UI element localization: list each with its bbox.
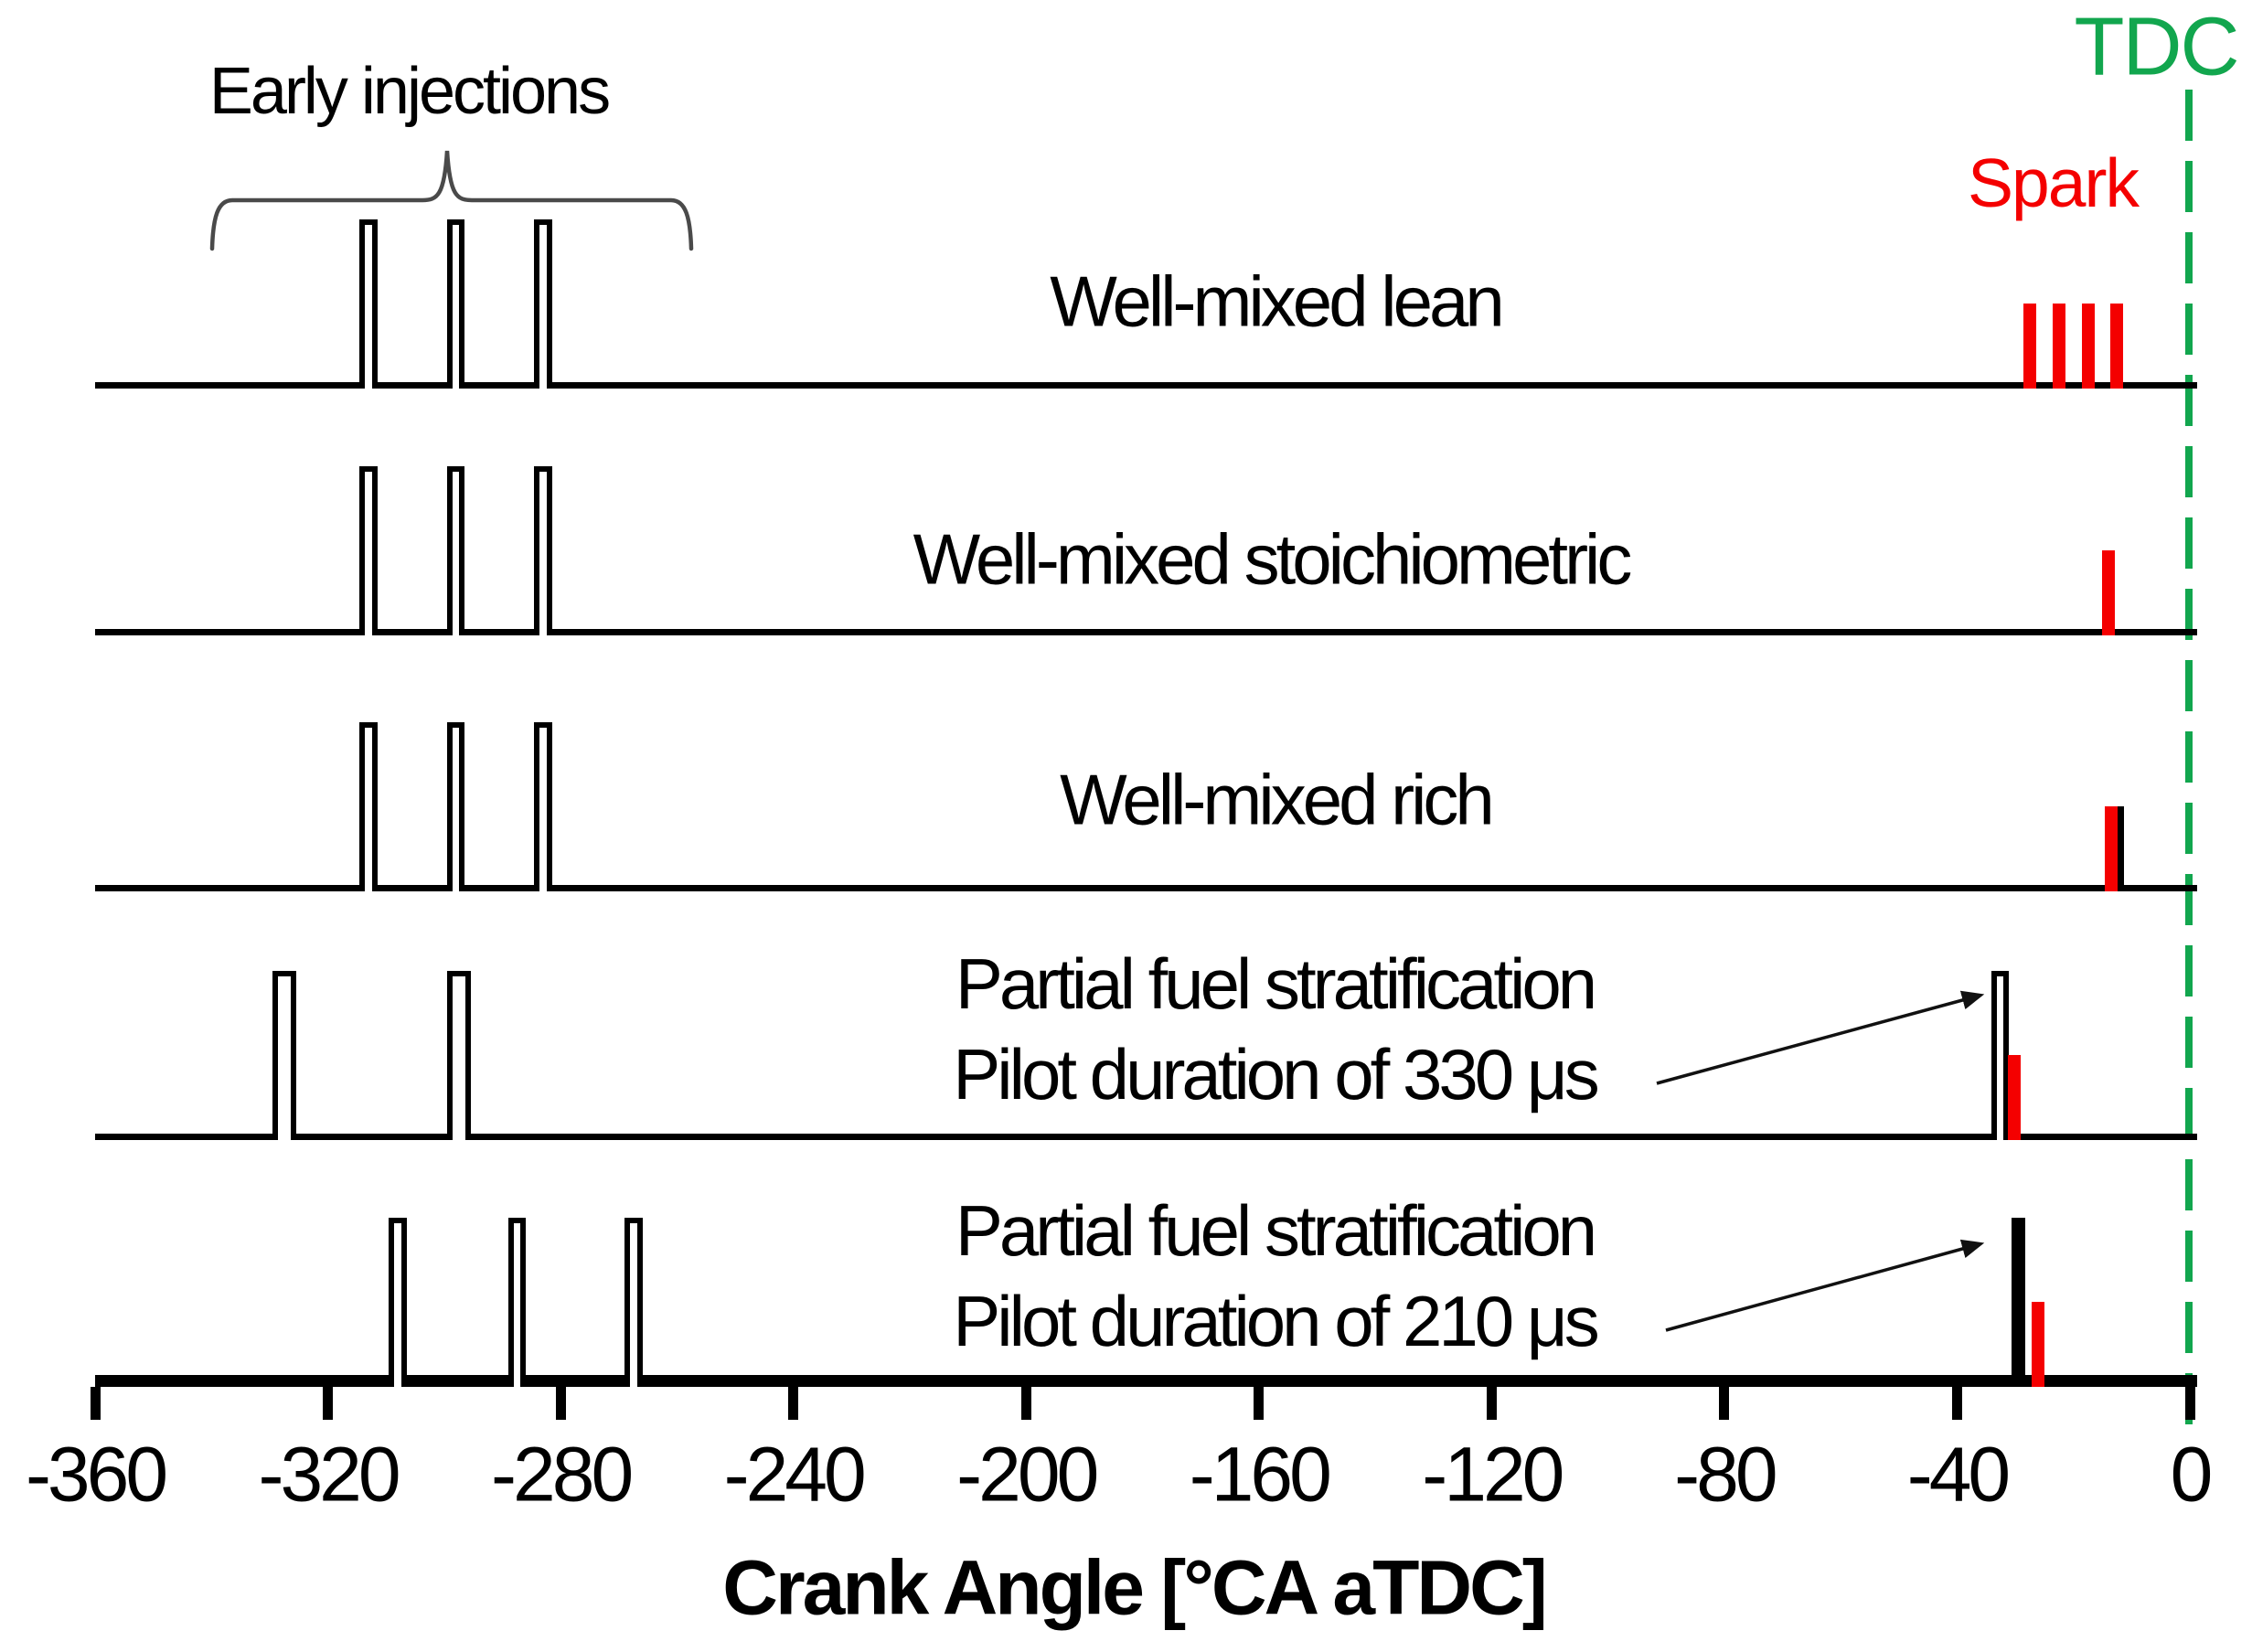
x-axis-tick-label: -40 bbox=[1906, 1431, 2011, 1518]
x-axis-tick bbox=[1020, 1387, 1031, 1420]
x-axis-line bbox=[95, 1375, 2197, 1387]
row-baseline-3 bbox=[95, 885, 2197, 891]
row-baseline-4 bbox=[95, 1134, 2197, 1140]
row-label-line: Partial fuel stratification bbox=[955, 1190, 1597, 1271]
spark-mark bbox=[2023, 304, 2036, 389]
injection-pulse bbox=[272, 971, 296, 1140]
x-axis-tick bbox=[788, 1387, 799, 1420]
spark-mark bbox=[2052, 304, 2065, 389]
x-axis-tick-label: -160 bbox=[1189, 1431, 1332, 1518]
injection-pulse bbox=[359, 466, 378, 635]
x-axis-tick bbox=[90, 1387, 101, 1420]
injection-pulse bbox=[359, 722, 378, 891]
early-injections-label: Early injections bbox=[208, 55, 611, 128]
x-axis-tick bbox=[1951, 1387, 1962, 1420]
x-axis-tick-label: -80 bbox=[1674, 1431, 1777, 1518]
x-axis-tick-label: 0 bbox=[2170, 1431, 2214, 1518]
row-baseline-2 bbox=[95, 629, 2197, 635]
row-label-2: Well-mixed stoichiometric bbox=[913, 515, 1633, 605]
pilot-injection-pulse bbox=[2011, 1218, 2025, 1387]
injection-pulse bbox=[359, 219, 378, 389]
row-label-line: Well-mixed stoichiometric bbox=[913, 518, 1633, 600]
pilot-arrow-210 bbox=[1665, 1239, 1985, 1332]
row-label-line: Pilot duration of 330 μs bbox=[953, 1034, 1599, 1114]
injection-pulse bbox=[534, 722, 552, 891]
x-axis-tick-label: -200 bbox=[956, 1431, 1099, 1518]
row-label-3: Well-mixed rich bbox=[1060, 755, 1495, 846]
x-axis-title: Crank Angle [°CA aTDC] bbox=[722, 1544, 1547, 1631]
x-axis-tick-label: -280 bbox=[491, 1431, 634, 1518]
injection-pulse bbox=[624, 1218, 643, 1387]
spark-mark bbox=[2031, 1302, 2044, 1387]
row-label-1: Well-mixed lean bbox=[1050, 257, 1504, 347]
spark-mark bbox=[2101, 550, 2115, 635]
injection-pulse bbox=[534, 466, 552, 635]
x-axis-tick bbox=[2184, 1387, 2195, 1420]
row-baseline-1 bbox=[95, 382, 2197, 389]
row-label-line: Well-mixed rich bbox=[1060, 759, 1495, 840]
injection-pulse bbox=[389, 1218, 407, 1387]
injection-pulse bbox=[507, 1218, 527, 1387]
spark-mark bbox=[2105, 806, 2125, 891]
row-label-line: Pilot duration of 210 μs bbox=[953, 1281, 1599, 1361]
x-axis-tick-label: -320 bbox=[258, 1431, 400, 1518]
spark-mark bbox=[2110, 304, 2124, 389]
row-label-line: Well-mixed lean bbox=[1050, 261, 1504, 342]
injection-pulse bbox=[446, 466, 465, 635]
spark-mark bbox=[2081, 304, 2095, 389]
x-axis-tick bbox=[1719, 1387, 1730, 1420]
injection-pulse bbox=[446, 219, 465, 389]
injection-pulse bbox=[534, 219, 552, 389]
x-axis-tick bbox=[1254, 1387, 1265, 1420]
pilot-injection-pulse bbox=[1991, 971, 2010, 1140]
injection-pulse bbox=[446, 722, 465, 891]
x-axis-tick-label: -120 bbox=[1422, 1431, 1564, 1518]
x-axis-tick-label: -240 bbox=[723, 1431, 867, 1518]
pilot-arrow-330 bbox=[1656, 990, 1985, 1085]
x-axis-tick bbox=[1486, 1387, 1497, 1420]
x-axis-tick bbox=[555, 1387, 566, 1420]
x-axis-tick-label: -360 bbox=[25, 1431, 168, 1518]
x-axis-tick bbox=[323, 1387, 334, 1420]
row-label-line: Partial fuel stratification bbox=[955, 943, 1597, 1024]
spark-legend-label: Spark bbox=[1968, 144, 2140, 221]
spark-mark bbox=[2007, 1055, 2021, 1140]
injection-pulse bbox=[446, 971, 471, 1140]
tdc-label: TDC bbox=[2074, 1, 2240, 93]
